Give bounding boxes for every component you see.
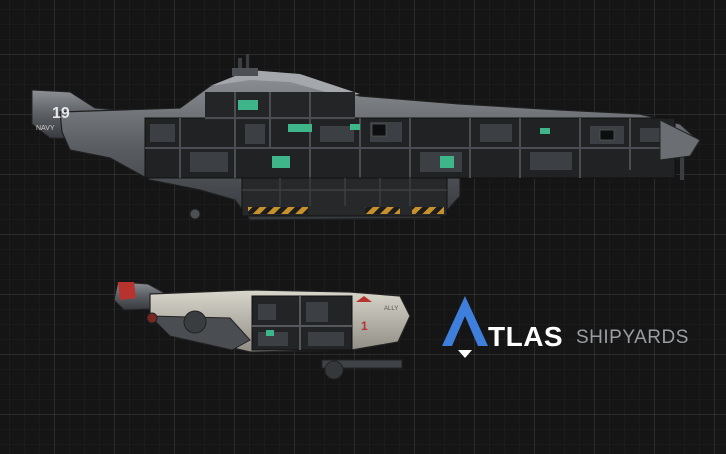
small-ship-hull-marking: ALLY: [384, 306, 398, 312]
logo-wordmark: TLAS: [488, 321, 564, 352]
large-ship: 19 NAVY: [31, 54, 701, 221]
large-ship-hull-marking: NAVY: [36, 125, 55, 132]
atlas-shipyards-logo: TLAS SHIPYARDS: [440, 294, 700, 360]
small-ship: 1 ALLY: [113, 281, 411, 380]
logo-subtitle: SHIPYARDS: [576, 327, 689, 348]
large-ship-hull-number: 19: [52, 105, 70, 122]
small-ship-hull-number: 1: [361, 319, 368, 333]
atlas-a-icon: [442, 296, 488, 358]
